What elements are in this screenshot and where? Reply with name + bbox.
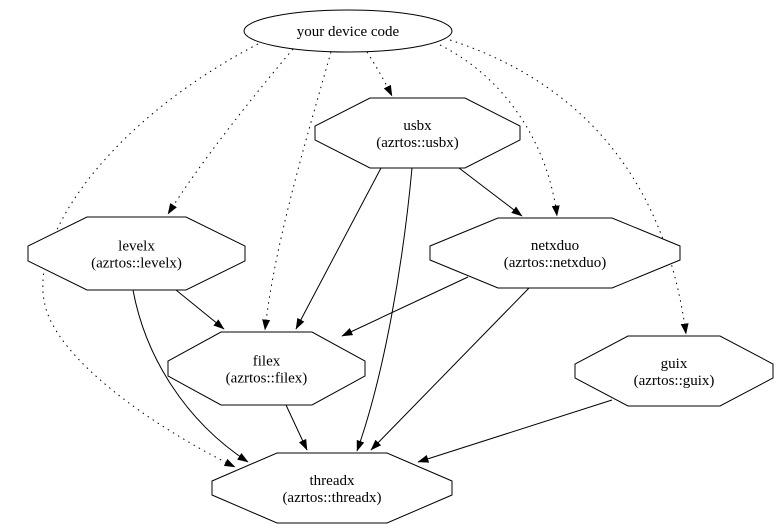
levelx-sublabel: (azrtos::levelx)	[91, 256, 182, 272]
edge-netxduo-threadx	[370, 287, 530, 451]
filex-label: filex	[253, 354, 281, 370]
node-netxduo: netxduo(azrtos::netxduo)	[429, 217, 681, 289]
edge-filex-threadx	[285, 404, 308, 451]
edge-usbx-netxduo	[458, 167, 523, 217]
filex-sublabel: (azrtos::filex)	[226, 371, 308, 387]
node-device: your device code	[243, 9, 453, 53]
guix-octagon	[574, 335, 774, 407]
node-guix: guix(azrtos::guix)	[574, 335, 774, 407]
guix-sublabel: (azrtos::guix)	[634, 373, 715, 389]
node-levelx: levelx(azrtos::levelx)	[27, 216, 246, 291]
usbx-octagon	[314, 97, 521, 169]
netxduo-sublabel: (azrtos::netxduo)	[504, 255, 606, 271]
edge-device-filex	[262, 51, 332, 331]
device-ellipse	[243, 9, 453, 53]
node-filex: filex(azrtos::filex)	[167, 331, 366, 406]
edge-device-guix	[449, 39, 689, 335]
edge-device-levelx	[167, 48, 294, 215]
edge-usbx-filex	[295, 167, 382, 330]
node-usbx: usbx(azrtos::usbx)	[314, 97, 521, 169]
netxduo-label: netxduo	[531, 238, 579, 254]
edge-netxduo-filex	[341, 276, 469, 337]
usbx-label: usbx	[403, 118, 432, 134]
levelx-octagon	[27, 216, 246, 291]
threadx-sublabel: (azrtos::threadx)	[282, 490, 381, 506]
edge-usbx-threadx	[356, 167, 413, 452]
guix-label: guix	[661, 356, 688, 372]
levelx-label: levelx	[118, 239, 155, 255]
usbx-sublabel: (azrtos::usbx)	[376, 135, 458, 151]
threadx-label: threadx	[310, 473, 355, 489]
device-label: your device code	[297, 24, 400, 40]
edge-device-usbx	[366, 51, 393, 97]
nodes-layer: your device codeusbx(azrtos::usbx)levelx…	[27, 9, 774, 524]
threadx-octagon	[211, 452, 453, 524]
edge-levelx-threadx	[132, 289, 249, 463]
edge-guix-threadx	[417, 399, 613, 463]
node-threadx: threadx(azrtos::threadx)	[211, 452, 453, 524]
filex-octagon	[167, 331, 366, 406]
edge-levelx-filex	[175, 289, 225, 330]
edges-layer	[42, 39, 689, 468]
netxduo-octagon	[429, 217, 681, 289]
